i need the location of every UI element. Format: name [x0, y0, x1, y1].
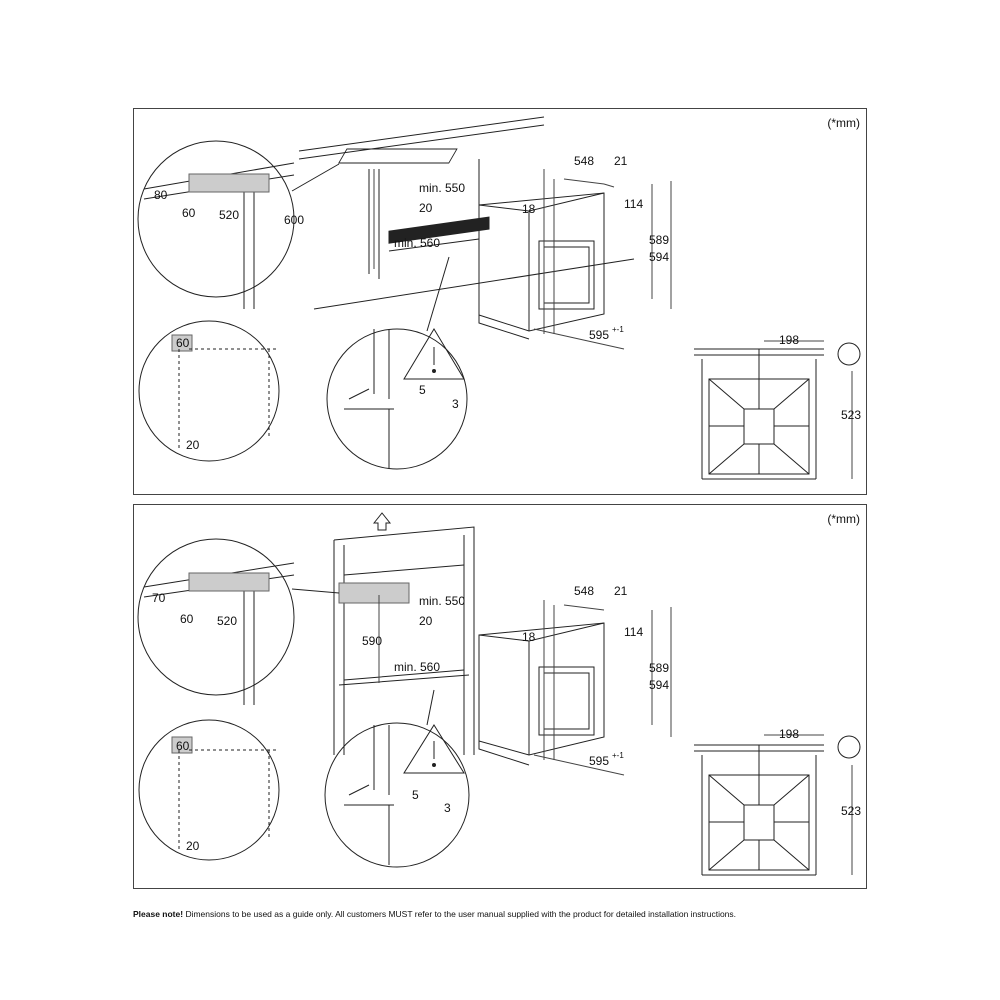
dim-width-tolerance: +-1: [612, 325, 624, 334]
unit-note: (*mm): [827, 116, 860, 130]
dim-conn-520: 520: [219, 208, 239, 222]
dim-conn-80: 80: [154, 188, 168, 202]
undercounter-drawing: 600 min. 550 20 min. 560 548 21 18 114 5…: [137, 116, 861, 480]
dim-gap-20: 20: [419, 201, 433, 215]
unit-note: (*mm): [827, 512, 860, 526]
dim-side-20: 20: [186, 839, 200, 853]
dim-conn-60: 60: [180, 612, 194, 626]
footer-note-bold: Please note!: [133, 909, 184, 919]
installation-diagram-undercounter: (*mm): [133, 108, 867, 495]
dim-conn-60: 60: [182, 206, 196, 220]
dim-panel-height: 114: [624, 197, 643, 211]
dim-min-depth: min. 560: [394, 660, 440, 674]
dim-vent-5: 5: [412, 788, 419, 802]
dim-width: 595: [589, 754, 609, 768]
footer-note: Please note! Dimensions to be used as a …: [133, 909, 893, 919]
dim-total-height: 594: [649, 678, 669, 692]
dim-conn-70: 70: [152, 591, 166, 605]
dim-side-60: 60: [176, 336, 190, 350]
dim-width-tolerance: +-1: [612, 751, 624, 760]
installation-diagram-column: (*mm): [133, 504, 867, 889]
dim-back-198: 198: [779, 333, 799, 347]
dim-oven-depth: 548: [574, 584, 594, 598]
dim-top-gap: 18: [522, 202, 536, 216]
dim-vent-3: 3: [444, 801, 451, 815]
dim-panel-height: 114: [624, 625, 643, 639]
dim-cabinet-height: 600: [284, 213, 304, 227]
dim-min-depth: min. 560: [394, 236, 440, 250]
dim-body-height: 589: [649, 233, 669, 247]
footer-note-text: Dimensions to be used as a guide only. A…: [183, 909, 737, 919]
dim-back-523: 523: [841, 408, 861, 422]
dim-conn-520: 520: [217, 614, 237, 628]
dim-body-height: 589: [649, 661, 669, 675]
dim-min-width: min. 550: [419, 594, 465, 608]
dim-door-depth: 21: [614, 154, 628, 168]
column-drawing: 590 min. 550 20 min. 560 548 21 18 114 5…: [137, 512, 861, 876]
dim-side-20: 20: [186, 438, 200, 452]
dim-cabinet-height: 590: [362, 634, 382, 648]
dim-oven-depth: 548: [574, 154, 594, 168]
dim-total-height: 594: [649, 250, 669, 264]
dim-vent-5: 5: [419, 383, 426, 397]
dim-door-depth: 21: [614, 584, 628, 598]
dim-vent-3: 3: [452, 397, 459, 411]
dim-back-198: 198: [779, 727, 799, 741]
dim-side-60: 60: [176, 739, 190, 753]
dim-min-width: min. 550: [419, 181, 465, 195]
dim-back-523: 523: [841, 804, 861, 818]
dim-top-gap: 18: [522, 630, 536, 644]
dim-gap-20: 20: [419, 614, 433, 628]
dim-width: 595: [589, 328, 609, 342]
